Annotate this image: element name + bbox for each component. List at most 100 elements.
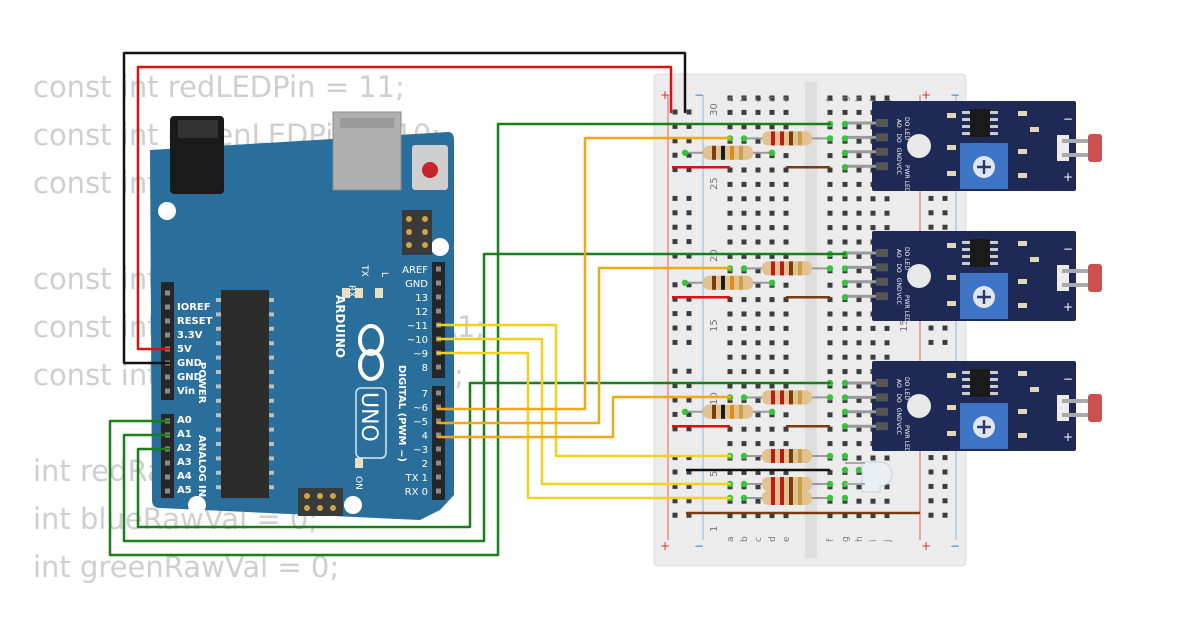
breadboard-hole[interactable] [755, 153, 761, 159]
breadboard-hole[interactable] [783, 369, 789, 375]
breadboard-hole[interactable] [856, 426, 862, 432]
breadboard-hole[interactable] [856, 498, 862, 504]
breadboard-hole[interactable] [769, 167, 775, 173]
breadboard-hole[interactable] [884, 225, 890, 231]
breadboard-hole[interactable] [783, 225, 789, 231]
breadboard-hole[interactable] [755, 426, 761, 432]
rail-hole[interactable] [686, 498, 692, 504]
breadboard-hole[interactable] [727, 109, 733, 115]
breadboard-hole[interactable] [769, 239, 775, 245]
breadboard-hole[interactable] [884, 325, 890, 331]
breadboard-hole[interactable] [769, 95, 775, 101]
module-pin[interactable] [876, 393, 888, 402]
breadboard-hole[interactable] [856, 109, 862, 115]
breadboard-hole[interactable] [783, 383, 789, 389]
breadboard-hole[interactable] [856, 153, 862, 159]
rail-hole[interactable] [686, 109, 692, 115]
breadboard-hole[interactable] [856, 225, 862, 231]
rail-hole[interactable] [672, 123, 678, 129]
breadboard-hole[interactable] [755, 268, 761, 274]
rail-hole[interactable] [928, 195, 934, 201]
breadboard-hole[interactable] [884, 513, 890, 519]
breadboard-hole[interactable] [755, 196, 761, 202]
breadboard-hole[interactable] [856, 340, 862, 346]
breadboard-hole[interactable] [755, 225, 761, 231]
breadboard-hole[interactable] [783, 513, 789, 519]
breadboard-hole[interactable] [783, 426, 789, 432]
breadboard-hole[interactable] [827, 95, 833, 101]
breadboard-hole[interactable] [755, 210, 761, 216]
breadboard-hole[interactable] [783, 253, 789, 259]
wire-green-a2[interactable] [136, 381, 832, 529]
breadboard-hole[interactable] [827, 369, 833, 375]
breadboard-hole[interactable] [727, 124, 733, 130]
rail-hole[interactable] [928, 483, 934, 489]
rail-hole[interactable] [942, 498, 948, 504]
breadboard-hole[interactable] [842, 95, 848, 101]
resistor[interactable] [744, 131, 830, 146]
breadboard-hole[interactable] [856, 181, 862, 187]
breadboard-hole[interactable] [783, 297, 789, 303]
rail-hole[interactable] [686, 411, 692, 417]
breadboard-hole[interactable] [727, 225, 733, 231]
breadboard-hole[interactable] [741, 369, 747, 375]
rail-hole[interactable] [672, 383, 678, 389]
terminal-block[interactable] [1057, 265, 1069, 291]
rail-hole[interactable] [686, 339, 692, 345]
breadboard-hole[interactable] [755, 498, 761, 504]
module-pin[interactable] [876, 407, 888, 416]
breadboard-hole[interactable] [827, 196, 833, 202]
rail-hole[interactable] [672, 195, 678, 201]
breadboard-hole[interactable] [741, 95, 747, 101]
rail-hole[interactable] [686, 325, 692, 331]
breadboard-hole[interactable] [727, 441, 733, 447]
rail-hole[interactable] [672, 411, 678, 417]
breadboard-hole[interactable] [783, 124, 789, 130]
breadboard-hole[interactable] [755, 412, 761, 418]
breadboard-hole[interactable] [856, 297, 862, 303]
breadboard-hole[interactable] [755, 239, 761, 245]
breadboard-hole[interactable] [741, 196, 747, 202]
breadboard-hole[interactable] [827, 354, 833, 360]
breadboard-hole[interactable] [741, 239, 747, 245]
breadboard-hole[interactable] [727, 196, 733, 202]
breadboard-hole[interactable] [827, 181, 833, 187]
rail-hole[interactable] [672, 152, 678, 158]
digital-header-low[interactable] [432, 386, 445, 500]
breadboard-hole[interactable] [870, 225, 876, 231]
breadboard-hole[interactable] [755, 397, 761, 403]
rail-hole[interactable] [672, 455, 678, 461]
rail-hole[interactable] [686, 469, 692, 475]
breadboard-hole[interactable] [755, 95, 761, 101]
breadboard-hole[interactable] [741, 498, 747, 504]
breadboard-hole[interactable] [827, 469, 833, 475]
breadboard-hole[interactable] [741, 441, 747, 447]
resistor[interactable] [684, 275, 772, 290]
breadboard-hole[interactable] [842, 354, 848, 360]
breadboard-hole[interactable] [727, 311, 733, 317]
rail-hole[interactable] [942, 483, 948, 489]
breadboard-hole[interactable] [769, 109, 775, 115]
breadboard-hole[interactable] [827, 282, 833, 288]
breadboard-hole[interactable] [769, 383, 775, 389]
breadboard-hole[interactable] [870, 513, 876, 519]
breadboard-hole[interactable] [769, 124, 775, 130]
breadboard-hole[interactable] [783, 469, 789, 475]
breadboard-hole[interactable] [741, 253, 747, 259]
resistor[interactable] [744, 477, 830, 491]
header-pin[interactable] [165, 460, 170, 466]
breadboard-hole[interactable] [870, 340, 876, 346]
breadboard-hole[interactable] [827, 513, 833, 519]
rail-hole[interactable] [672, 483, 678, 489]
breadboard-hole[interactable] [741, 311, 747, 317]
digital-header-high[interactable] [432, 262, 445, 378]
breadboard-hole[interactable] [827, 311, 833, 317]
breadboard-hole[interactable] [842, 196, 848, 202]
breadboard-hole[interactable] [842, 239, 848, 245]
breadboard-hole[interactable] [769, 426, 775, 432]
breadboard-hole[interactable] [870, 455, 876, 461]
breadboard-hole[interactable] [870, 95, 876, 101]
rail-hole[interactable] [672, 282, 678, 288]
rail-hole[interactable] [928, 210, 934, 216]
breadboard-hole[interactable] [741, 325, 747, 331]
